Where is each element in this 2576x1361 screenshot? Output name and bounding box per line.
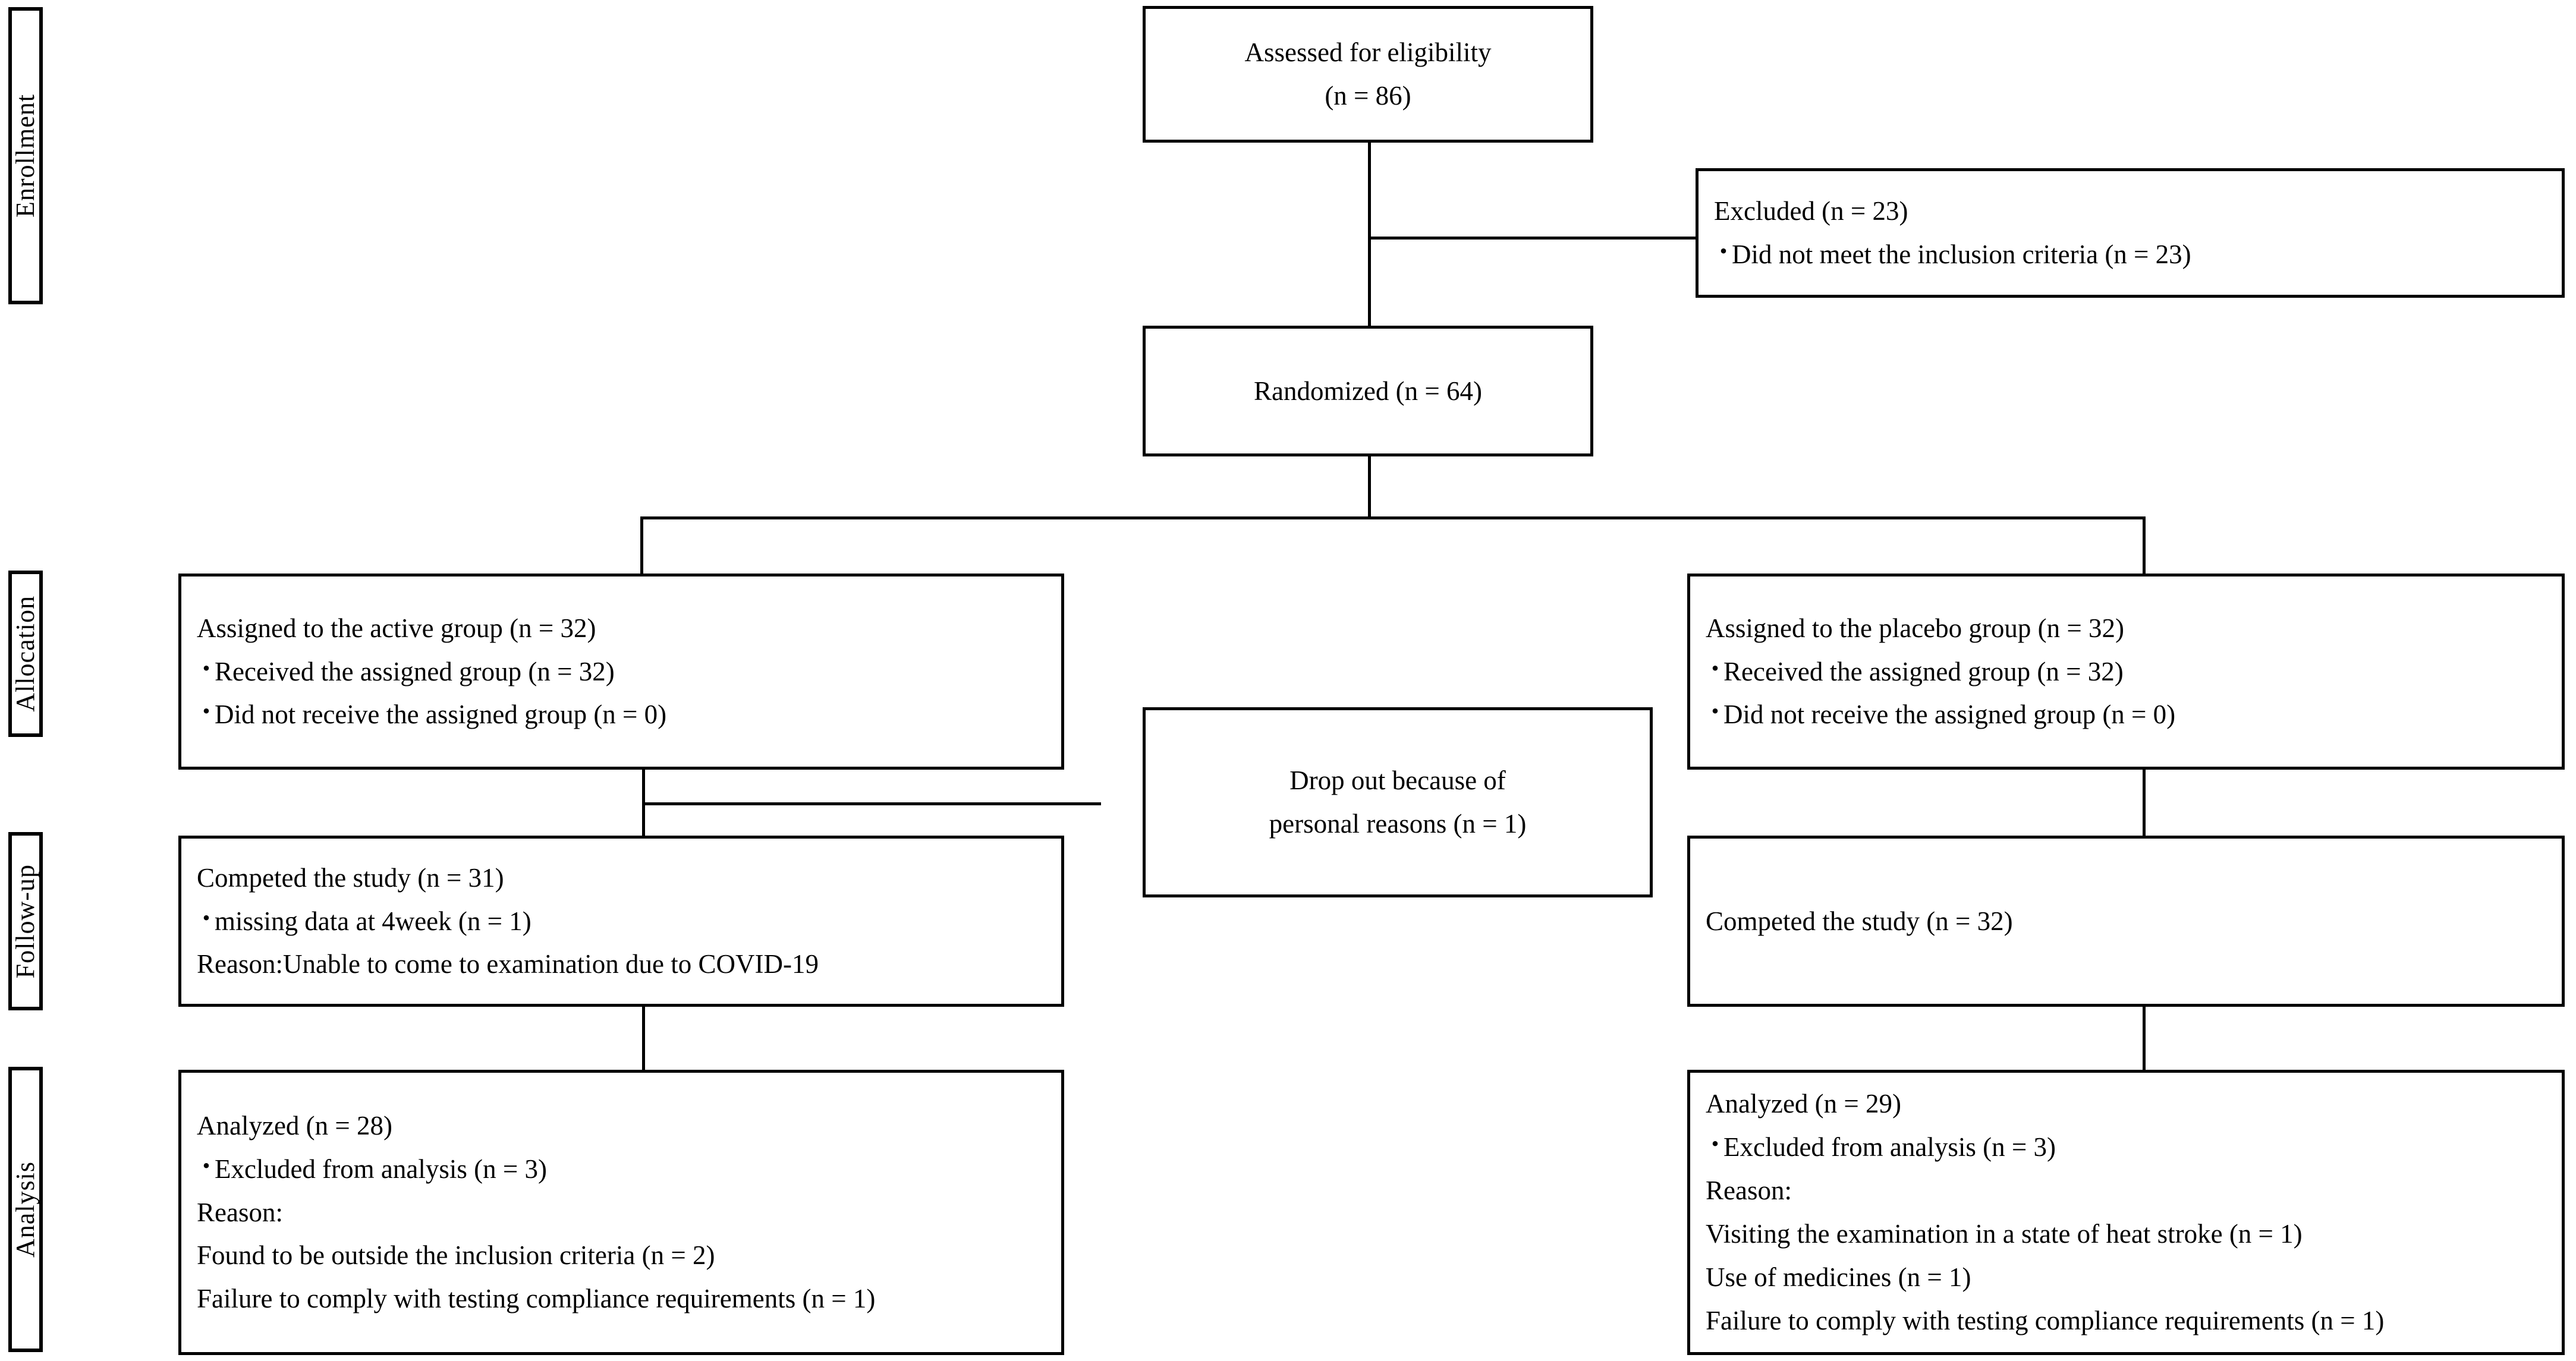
node-text-line: Excluded (n = 23) xyxy=(1714,196,1908,226)
node-dropout: Drop out because of personal reasons (n … xyxy=(1143,707,1653,897)
node-text-line: Reason: xyxy=(197,1197,283,1227)
node-text-line: Reason: xyxy=(1706,1176,1792,1206)
node-followup-placebo: Competed the study (n = 32) xyxy=(1687,836,2565,1007)
node-text-line: Randomized (n = 64) xyxy=(1253,376,1483,406)
stage-box-enrollment: Enrollment xyxy=(8,7,43,304)
node-text-line: Analyzed (n = 28) xyxy=(197,1110,393,1141)
connector-assessed-to-randomized xyxy=(1368,141,1371,326)
stage-label-allocation: Allocation xyxy=(11,596,40,712)
stage-label-followup: Follow-up xyxy=(11,864,40,979)
connector-randomized-down xyxy=(1368,455,1371,519)
node-followup-active: Competed the study (n = 31) missing data… xyxy=(178,836,1064,1007)
node-text-line: missing data at 4week (n = 1) xyxy=(194,900,1046,943)
node-text-line: Found to be outside the inclusion criter… xyxy=(197,1240,715,1271)
stage-label-enrollment: Enrollment xyxy=(11,94,40,218)
node-analysis-active: Analyzed (n = 28) Excluded from analysis… xyxy=(178,1070,1064,1355)
node-allocation-placebo: Assigned to the placebo group (n = 32) R… xyxy=(1687,574,2565,770)
stage-box-analysis: Analysis xyxy=(8,1067,43,1352)
node-text-line: Assigned to the active group (n = 32) xyxy=(197,613,596,643)
connector-followup-active-to-analysis xyxy=(642,1004,645,1072)
stage-label-analysis: Analysis xyxy=(11,1161,40,1258)
node-text-line: Competed the study (n = 31) xyxy=(197,862,504,893)
connector-assessed-to-excluded xyxy=(1368,237,1699,240)
node-text-line: Failure to comply with testing complianc… xyxy=(197,1284,876,1314)
node-text-line: Did not receive the assigned group (n = … xyxy=(194,693,1046,736)
node-allocation-active: Assigned to the active group (n = 32) Re… xyxy=(178,574,1064,770)
node-text-line: Did not receive the assigned group (n = … xyxy=(1703,693,2546,736)
node-text-line: Use of medicines (n = 1) xyxy=(1706,1262,1971,1292)
node-text-line: Excluded from analysis (n = 3) xyxy=(1703,1126,2546,1169)
node-assessed-for-eligibility: Assessed for eligibility (n = 86) xyxy=(1143,6,1593,143)
connector-followup-placebo-to-analysis xyxy=(2143,1004,2146,1072)
connector-split-right-leg xyxy=(2143,516,2146,575)
node-randomized: Randomized (n = 64) xyxy=(1143,326,1593,456)
node-text-line: Competed the study (n = 32) xyxy=(1706,906,2013,936)
node-text-line: Assigned to the placebo group (n = 32) xyxy=(1706,613,2124,643)
node-text-line: (n = 86) xyxy=(1325,81,1411,111)
node-text-line: Excluded from analysis (n = 3) xyxy=(194,1148,1046,1191)
node-text-line: personal reasons (n = 1) xyxy=(1269,809,1527,839)
node-text-line: Failure to comply with testing complianc… xyxy=(1706,1305,2385,1335)
connector-alloc-active-to-dropout xyxy=(642,802,1101,805)
stage-box-followup: Follow-up xyxy=(8,832,43,1010)
node-text-line: Assessed for eligibility xyxy=(1244,37,1492,68)
node-text-line: Received the assigned group (n = 32) xyxy=(194,650,1046,694)
node-excluded: Excluded (n = 23) Did not meet the inclu… xyxy=(1696,168,2565,298)
node-text-line: Reason:Unable to come to examination due… xyxy=(197,949,819,979)
stage-box-allocation: Allocation xyxy=(8,571,43,737)
node-text-line: Visiting the examination in a state of h… xyxy=(1706,1219,2303,1249)
connector-alloc-placebo-to-followup xyxy=(2143,768,2146,838)
node-text-line: Analyzed (n = 29) xyxy=(1706,1089,1902,1119)
node-text-line: Received the assigned group (n = 32) xyxy=(1703,650,2546,694)
node-text-line: Drop out because of xyxy=(1289,765,1506,796)
connector-allocation-split-bar xyxy=(640,516,2146,519)
node-analysis-placebo: Analyzed (n = 29) Excluded from analysis… xyxy=(1687,1070,2565,1355)
connector-split-left-leg xyxy=(640,516,643,575)
node-text-line: Did not meet the inclusion criteria (n =… xyxy=(1712,233,2546,276)
